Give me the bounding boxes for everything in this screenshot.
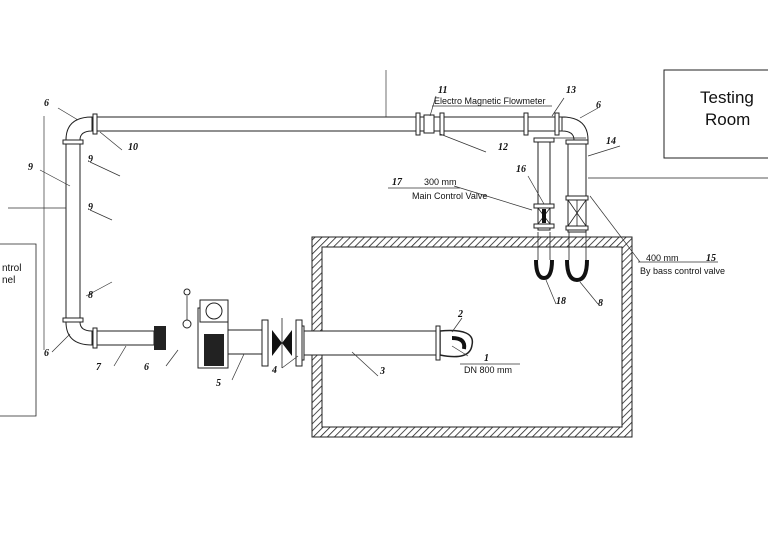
elbow-bottom-left (65, 321, 93, 346)
label-4: 4 (271, 365, 277, 376)
label-9a: 9 (28, 162, 33, 173)
label-10: 10 (128, 142, 138, 153)
suction-pipe (299, 330, 441, 356)
label-9b: 9 (88, 154, 93, 165)
label-16: 16 (516, 164, 526, 175)
elbow-top-left (65, 116, 93, 141)
elbow-top-right (561, 116, 589, 141)
label-12: 12 (498, 142, 508, 153)
bottom-left-pipe (91, 330, 155, 346)
check-valve (154, 326, 166, 350)
bypass-control-valve (565, 195, 589, 231)
main-return-bend (534, 259, 554, 281)
label-3: 3 (379, 366, 385, 377)
label-8b: 8 (598, 298, 603, 309)
control-panel-label-1: ntrol (2, 263, 21, 274)
label-15: 15 (706, 253, 716, 264)
pump-motor (182, 288, 263, 369)
dn-label: DN 800 mm (464, 365, 512, 375)
label-18: 18 (556, 296, 566, 307)
gate-valve (261, 318, 303, 368)
label-9c: 9 (88, 202, 93, 213)
tank-elbow-bend (451, 336, 467, 350)
flowmeter-label: Electro Magnetic Flowmeter (434, 96, 546, 106)
label-14: 14 (606, 136, 616, 147)
label-2: 2 (457, 309, 463, 320)
testing-room-box (663, 69, 768, 159)
label-6b: 6 (596, 100, 601, 111)
label-6c: 6 (44, 348, 49, 359)
label-6a: 6 (44, 98, 49, 109)
tank-elbow (439, 329, 474, 358)
main-valve-name: Main Control Valve (412, 191, 487, 201)
label-5: 5 (216, 378, 221, 389)
bypass-name: By bass control valve (640, 266, 725, 276)
bypass-return-bend (565, 259, 589, 283)
main-valve-size: 300 mm (424, 177, 457, 187)
left-vertical-pipe (65, 137, 81, 325)
leader-lines (39, 95, 718, 381)
label-7: 7 (96, 362, 102, 373)
top-pipe (94, 116, 566, 132)
label-1: 1 (484, 353, 489, 364)
main-control-valve (533, 203, 555, 229)
label-13: 13 (566, 85, 576, 96)
bypass-size: 400 mm (646, 253, 679, 263)
label-17: 17 (392, 177, 403, 188)
label-11: 11 (438, 85, 447, 96)
control-panel-box (0, 243, 37, 417)
label-8a: 8 (88, 290, 93, 301)
testing-room-label-2: Room (705, 110, 750, 129)
control-panel-label-2: nel (2, 275, 15, 286)
testing-room-label-1: Testing (700, 88, 754, 107)
label-6d: 6 (144, 362, 149, 373)
